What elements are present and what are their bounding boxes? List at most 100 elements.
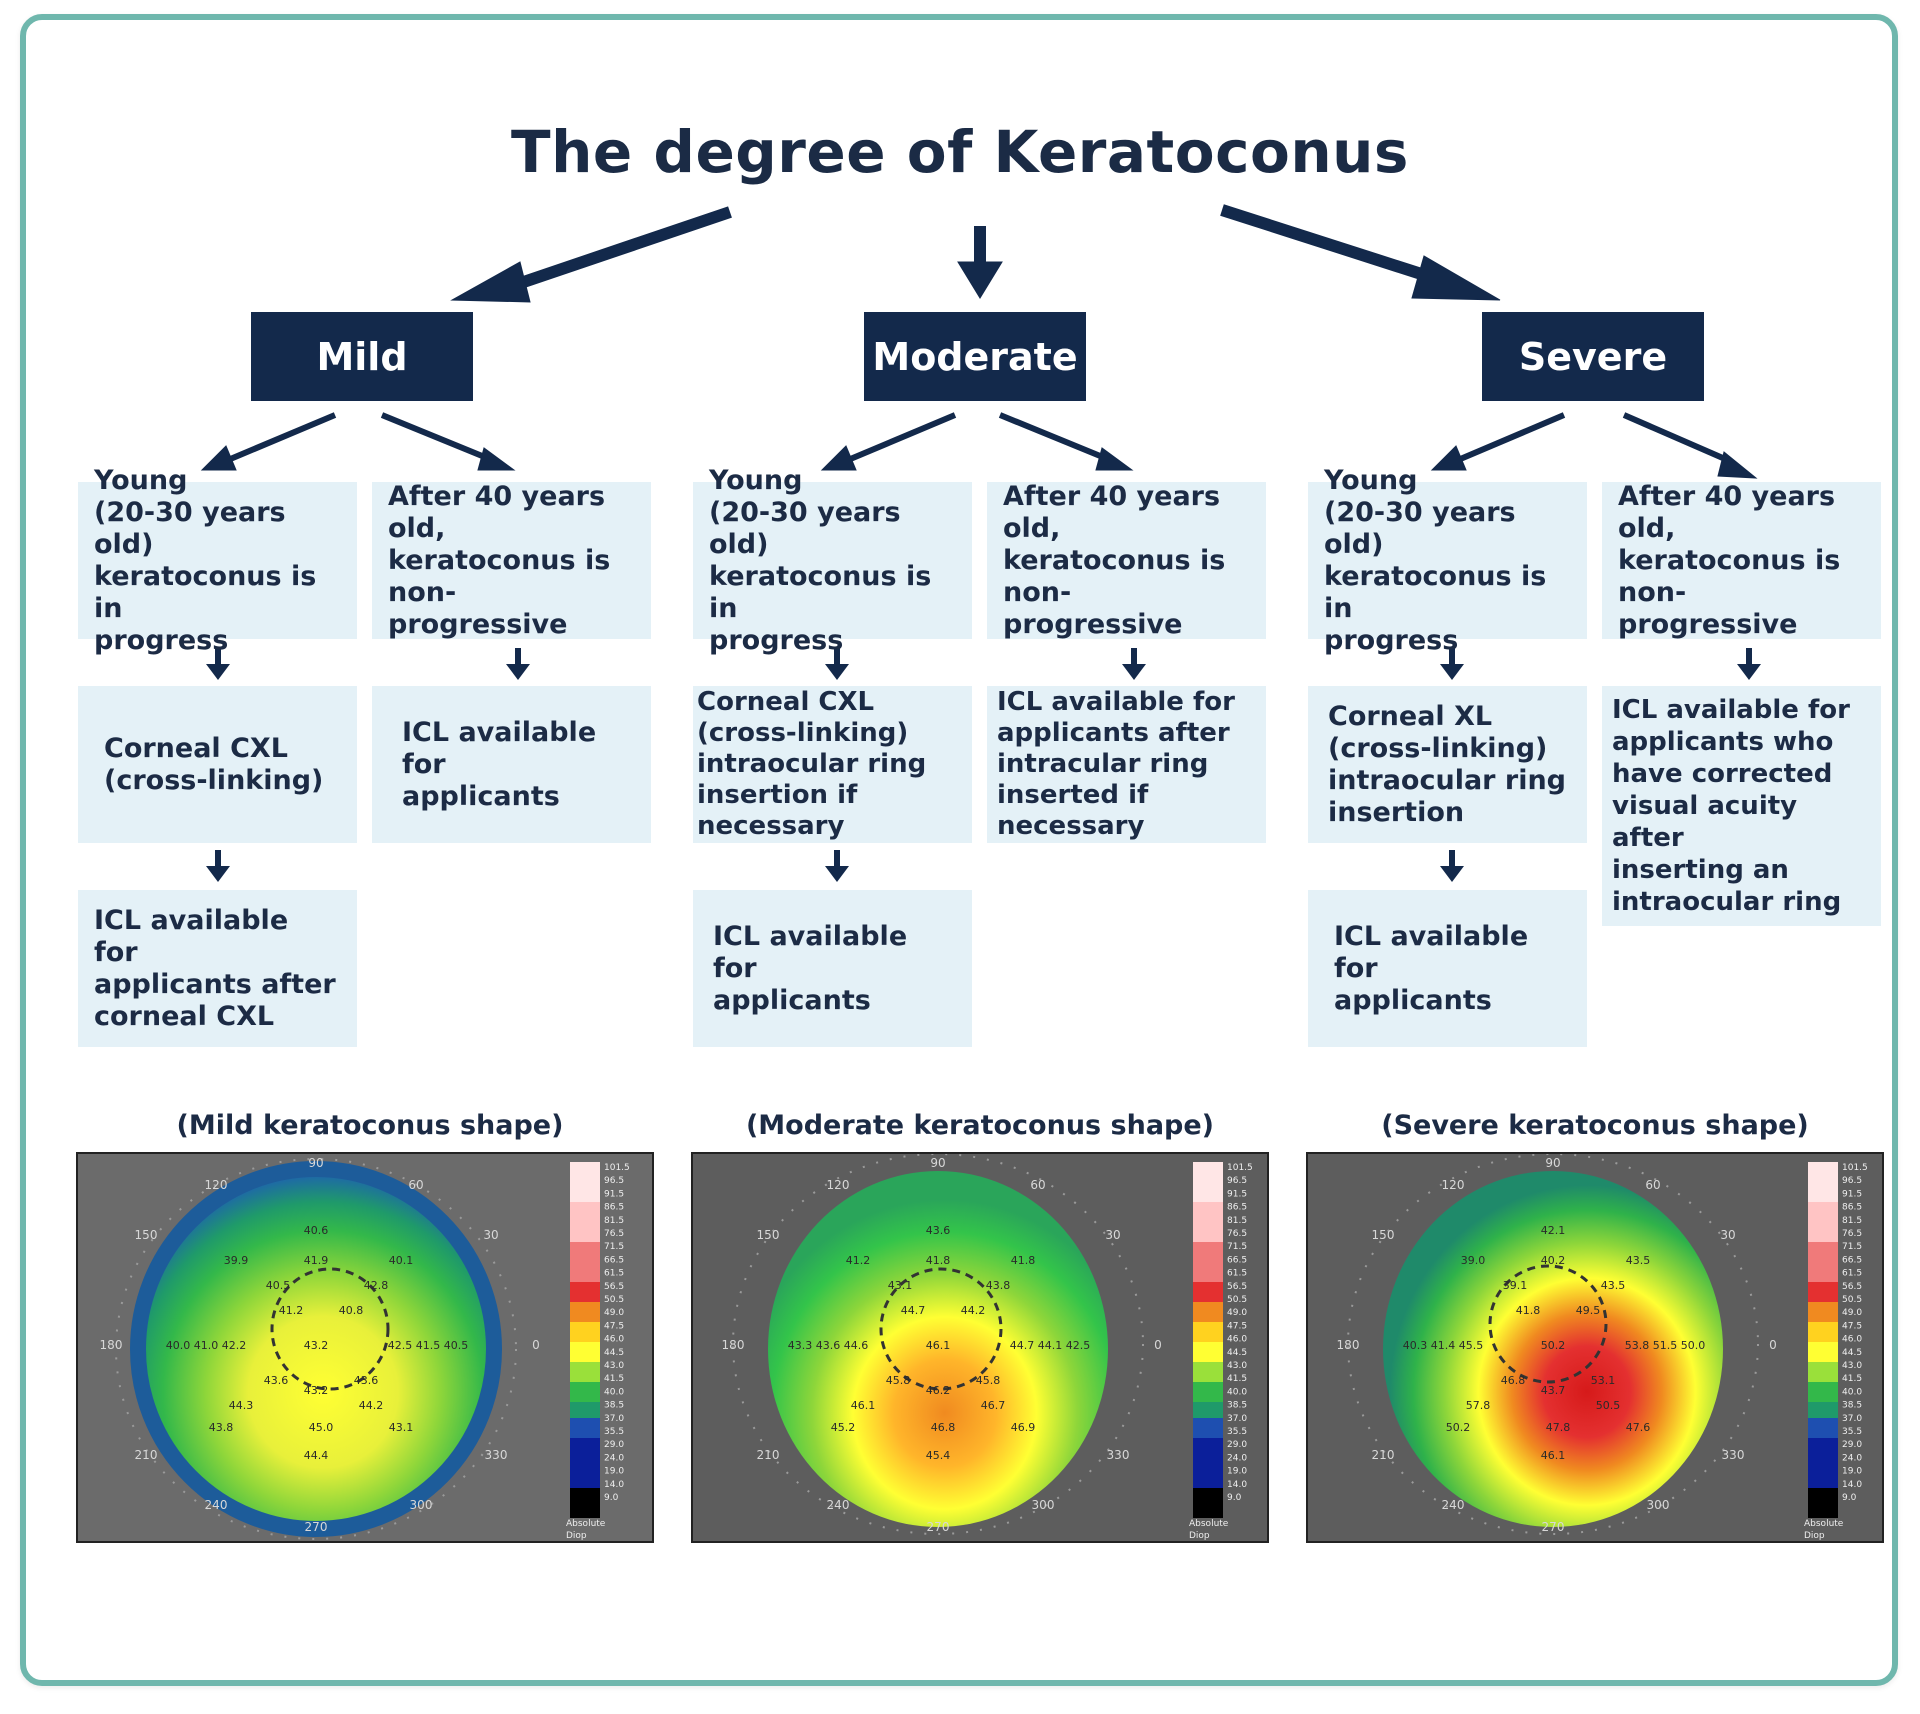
- map-degree-label: 330: [1722, 1448, 1745, 1462]
- severe-older-box: After 40 years old, keratoconus is non-p…: [1602, 481, 1881, 640]
- map-value-label: 42.8: [364, 1279, 389, 1292]
- map-value-label: 46.1: [851, 1399, 876, 1412]
- mild-older-step1: ICL available for applicants: [372, 686, 651, 843]
- scale-label: 40.0: [1227, 1387, 1247, 1397]
- scale-label: 81.5: [604, 1216, 624, 1226]
- scale-label: 19.0: [1227, 1467, 1247, 1477]
- map-value-label: 39.0: [1461, 1254, 1486, 1267]
- branch-arrows: [200, 412, 1758, 479]
- moderate-young-box: Young (20-30 years old) keratoconus is i…: [693, 465, 972, 656]
- scale-label: 76.5: [1842, 1229, 1862, 1239]
- map-value-label: 49.5: [1576, 1304, 1601, 1317]
- map-value-label: 53.1: [1591, 1374, 1616, 1387]
- scale-label: 96.5: [1227, 1176, 1247, 1186]
- scale-label: 71.5: [1842, 1242, 1862, 1252]
- scale-footer: Absolute: [1804, 1519, 1844, 1529]
- mild-young-step2: ICL available for applicants after corne…: [78, 890, 357, 1047]
- level-severe: Severe: [1482, 312, 1704, 401]
- scale-label: 38.5: [1842, 1401, 1862, 1411]
- map-value-label: 46.1: [1541, 1449, 1566, 1462]
- severe-caption: (Severe keratoconus shape): [1381, 1110, 1809, 1141]
- scale-label: 9.0: [1842, 1493, 1857, 1503]
- map-degree-label: 240: [205, 1498, 228, 1512]
- map-value-label: 53.8 51.5 50.0: [1625, 1339, 1705, 1352]
- map-value-label: 40.5: [266, 1279, 291, 1292]
- map-value-label: 40.6: [304, 1224, 329, 1237]
- scale-label: 41.5: [1842, 1374, 1862, 1384]
- scale-label: 44.5: [1842, 1348, 1862, 1358]
- scale-label: 35.5: [604, 1427, 624, 1437]
- map-value-label: 57.8: [1466, 1399, 1491, 1412]
- scale-label: 19.0: [604, 1467, 624, 1477]
- scale-label: 50.5: [1842, 1295, 1862, 1305]
- scale-label: 24.0: [1227, 1453, 1247, 1463]
- map-value-label: 43.7: [1541, 1384, 1566, 1397]
- moderate-caption: (Moderate keratoconus shape): [745, 1110, 1215, 1141]
- map-degree-label: 210: [757, 1448, 780, 1462]
- scale-label: 44.5: [1227, 1348, 1247, 1358]
- moderate-young-step1: Corneal CXL (cross-linking) intraocular …: [693, 686, 972, 843]
- map-degree-label: 180: [1337, 1338, 1360, 1352]
- map-degree-label: 120: [1442, 1178, 1465, 1192]
- scale-label: 40.0: [604, 1387, 624, 1397]
- scale-label: 66.5: [1842, 1255, 1862, 1265]
- map-degree-label: 30: [1720, 1228, 1735, 1242]
- map-value-label: 40.3 41.4 45.5: [1403, 1339, 1483, 1352]
- map-value-label: 46.1: [926, 1339, 951, 1352]
- map-degree-label: 300: [410, 1498, 433, 1512]
- map-degree-label: 60: [408, 1178, 423, 1192]
- map-degree-label: 90: [308, 1156, 323, 1170]
- scale-label: 29.0: [1842, 1440, 1862, 1450]
- moderate-older-step1: ICL available for applicants after intra…: [987, 686, 1266, 843]
- map-degree-label: 90: [930, 1156, 945, 1170]
- map-value-label: 44.2: [961, 1304, 986, 1317]
- map-degree-label: 60: [1645, 1178, 1660, 1192]
- map-value-label: 43.6: [354, 1374, 379, 1387]
- map-degree-label: 210: [135, 1448, 158, 1462]
- scale-label: 71.5: [604, 1242, 624, 1252]
- map-degree-label: 210: [1372, 1448, 1395, 1462]
- moderate-older-box: After 40 years old, keratoconus is non-p…: [987, 481, 1266, 640]
- scale-label: 50.5: [1227, 1295, 1247, 1305]
- scale-label: 86.5: [1227, 1203, 1247, 1213]
- scale-label: 49.0: [1227, 1308, 1247, 1318]
- map-value-label: 40.8: [339, 1304, 364, 1317]
- map-value-label: 43.1: [389, 1421, 414, 1434]
- map-value-label: 41.8: [1011, 1254, 1036, 1267]
- scale-label: 86.5: [604, 1203, 624, 1213]
- level-moderate: Moderate: [864, 312, 1086, 401]
- map-degree-label: 0: [1769, 1338, 1777, 1352]
- map-value-label: 42.1: [1541, 1224, 1566, 1237]
- map-value-label: 45.0: [309, 1421, 334, 1434]
- map-degree-label: 150: [1372, 1228, 1395, 1242]
- scale-label: 24.0: [1842, 1453, 1862, 1463]
- severe-young-step2: ICL available for applicants: [1308, 890, 1587, 1047]
- scale-label: 41.5: [1227, 1374, 1247, 1384]
- map-value-label: 44.7 44.1 42.5: [1010, 1339, 1090, 1352]
- scale-label: 44.5: [604, 1348, 624, 1358]
- map-value-label: 43.6: [264, 1374, 289, 1387]
- scale-label: 91.5: [1227, 1189, 1247, 1199]
- map-value-label: 47.6: [1626, 1421, 1651, 1434]
- map-value-label: 43.2: [304, 1384, 329, 1397]
- map-degree-label: 30: [1105, 1228, 1120, 1242]
- map-value-label: 44.3: [229, 1399, 254, 1412]
- scale-label: 101.5: [1227, 1163, 1253, 1173]
- map-value-label: 42.5 41.5 40.5: [388, 1339, 468, 1352]
- scale-label: 29.0: [604, 1440, 624, 1450]
- scale-label: 76.5: [1227, 1229, 1247, 1239]
- scale-label: 14.0: [1842, 1480, 1862, 1490]
- scale-label: 47.5: [1227, 1321, 1247, 1331]
- scale-label: 38.5: [1227, 1401, 1247, 1411]
- map-value-label: 44.2: [359, 1399, 384, 1412]
- severe-older-step1: ICL available for applicants who have co…: [1602, 686, 1881, 926]
- map-degree-label: 240: [1442, 1498, 1465, 1512]
- step-arrows: [206, 648, 1761, 882]
- scale-label: 66.5: [1227, 1255, 1247, 1265]
- map-degree-label: 30: [483, 1228, 498, 1242]
